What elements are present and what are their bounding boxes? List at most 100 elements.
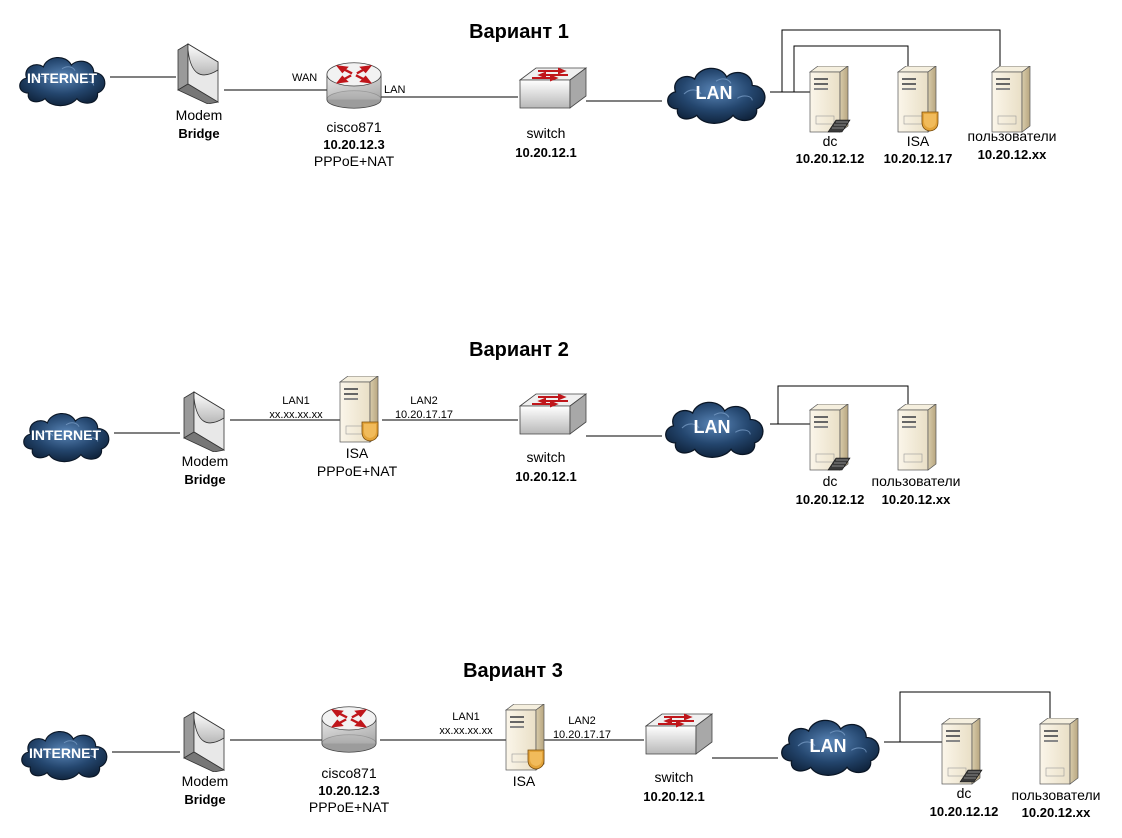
modem-mode: Bridge xyxy=(178,126,219,141)
switch-name: switch xyxy=(655,769,694,785)
server-ip: 10.20.12.12 xyxy=(930,804,999,819)
modem-icon xyxy=(177,43,219,104)
isa-desc: PPPoE+NAT xyxy=(317,463,398,479)
isa-lan2-port: LAN2 xyxy=(568,715,596,727)
server-ip: 10.20.12.xx xyxy=(882,492,951,507)
server-ip: 10.20.12.xx xyxy=(1022,805,1091,820)
router-lan-port: LAN xyxy=(384,84,405,96)
server-icon xyxy=(897,404,937,471)
router-ip: 10.20.12.3 xyxy=(318,783,379,798)
lan-label: LAN xyxy=(696,83,733,103)
router: cisco871 10.20.12.3 PPPoE+NAT xyxy=(309,705,390,815)
isa-server: LAN1 xx.xx.xx.xx LAN2 10.20.17.17 ISA PP… xyxy=(269,376,453,479)
isa-lan1-ip: xx.xx.xx.xx xyxy=(439,725,493,737)
modem: Modem Bridge xyxy=(182,391,229,487)
internet-label: INTERNET xyxy=(29,745,99,761)
isa-lan2-ip: 10.20.17.17 xyxy=(395,409,453,421)
shield-icon xyxy=(527,749,545,770)
internet-label: INTERNET xyxy=(31,427,101,443)
router-desc: PPPoE+NAT xyxy=(314,153,395,169)
switch: switch 10.20.12.1 xyxy=(643,713,713,804)
modem-name: Modem xyxy=(182,773,229,789)
link-lan-isa xyxy=(793,45,909,92)
variant-3: Вариант 3 INTERNET Modem Bridge cisco871… xyxy=(21,660,1101,820)
server-users: пользователи 10.20.12.xx xyxy=(872,404,961,507)
switch-icon xyxy=(519,67,587,109)
server-ip: 10.20.12.17 xyxy=(884,151,953,166)
server-dc: dc 10.20.12.12 xyxy=(930,718,999,819)
isa-lan1-port: LAN1 xyxy=(282,395,310,407)
variant-2: Вариант 2 INTERNET Modem Bridge LAN1 xx.… xyxy=(23,339,961,507)
lan-cloud: LAN xyxy=(665,401,764,459)
server-name: dc xyxy=(957,785,972,801)
server-dc: dc 10.20.12.12 xyxy=(796,66,864,166)
server-name: dc xyxy=(823,473,838,489)
links xyxy=(112,691,1051,759)
switch-ip: 10.20.12.1 xyxy=(643,789,704,804)
server-isa: ISA 10.20.12.17 xyxy=(884,66,953,166)
switch-name: switch xyxy=(527,449,566,465)
isa-lan2-port: LAN2 xyxy=(410,395,438,407)
modem-icon xyxy=(183,391,225,452)
switch: switch 10.20.12.1 xyxy=(515,67,587,160)
server-icon xyxy=(1039,718,1079,785)
isa-server: LAN1 xx.xx.xx.xx LAN2 10.20.17.17 ISA xyxy=(439,704,611,789)
modem-name: Modem xyxy=(176,107,223,123)
router-desc: PPPoE+NAT xyxy=(309,799,390,815)
link-lan-users xyxy=(781,29,1001,92)
server-icon xyxy=(991,66,1031,133)
server-name: пользователи xyxy=(1012,787,1101,803)
switch-icon xyxy=(519,393,587,435)
modem-mode: Bridge xyxy=(184,472,225,487)
server-name: пользователи xyxy=(872,473,961,489)
switch-name: switch xyxy=(527,125,566,141)
isa-name: ISA xyxy=(346,445,369,461)
internet-cloud: INTERNET xyxy=(23,412,110,463)
variant-title: Вариант 3 xyxy=(463,660,563,682)
server-users: пользователи 10.20.12.xx xyxy=(968,66,1057,162)
lan-label: LAN xyxy=(694,417,731,437)
server-ip: 10.20.12.xx xyxy=(978,147,1047,162)
router-icon xyxy=(320,705,378,754)
router-name: cisco871 xyxy=(321,765,376,781)
switch-ip: 10.20.12.1 xyxy=(515,469,576,484)
modem-icon xyxy=(183,711,225,772)
switch-ip: 10.20.12.1 xyxy=(515,145,576,160)
internet-cloud: INTERNET xyxy=(21,730,108,781)
server-ip: 10.20.12.12 xyxy=(796,492,865,507)
server-name: ISA xyxy=(907,133,930,149)
switch-icon xyxy=(645,713,713,755)
isa-lan1-port: LAN1 xyxy=(452,711,480,723)
server-name: пользователи xyxy=(968,128,1057,144)
lan-label: LAN xyxy=(810,736,847,756)
modem-mode: Bridge xyxy=(184,792,225,807)
lan-cloud: LAN xyxy=(781,719,880,777)
router-ip: 10.20.12.3 xyxy=(323,137,384,152)
router-name: cisco871 xyxy=(326,119,381,135)
router: WAN LAN cisco871 10.20.12.3 PPPoE+NAT xyxy=(292,61,405,169)
server-dc: dc 10.20.12.12 xyxy=(796,404,865,507)
server-users: пользователи 10.20.12.xx xyxy=(1012,718,1101,820)
server-name: dc xyxy=(823,133,838,149)
modem-name: Modem xyxy=(182,453,229,469)
internet-label: INTERNET xyxy=(27,70,97,86)
lan-cloud: LAN xyxy=(667,67,766,125)
shield-icon xyxy=(361,421,379,442)
isa-lan1-ip: xx.xx.xx.xx xyxy=(269,409,323,421)
isa-lan2-ip: 10.20.17.17 xyxy=(553,729,611,741)
variant-title: Вариант 2 xyxy=(469,339,569,361)
router-icon xyxy=(325,61,383,110)
links xyxy=(110,29,1001,102)
modem: Modem Bridge xyxy=(182,711,229,807)
internet-cloud: INTERNET xyxy=(19,56,106,107)
switch: switch 10.20.12.1 xyxy=(515,393,587,484)
router-wan-port: WAN xyxy=(292,72,317,84)
modem: Modem Bridge xyxy=(176,43,223,141)
links xyxy=(114,385,909,437)
shield-icon xyxy=(921,111,939,132)
variant-1: Вариант 1 INTERNET Modem Bridge WAN LAN … xyxy=(19,21,1057,169)
link-lan-users xyxy=(899,691,1051,742)
isa-name: ISA xyxy=(513,773,536,789)
variant-title: Вариант 1 xyxy=(469,21,569,43)
